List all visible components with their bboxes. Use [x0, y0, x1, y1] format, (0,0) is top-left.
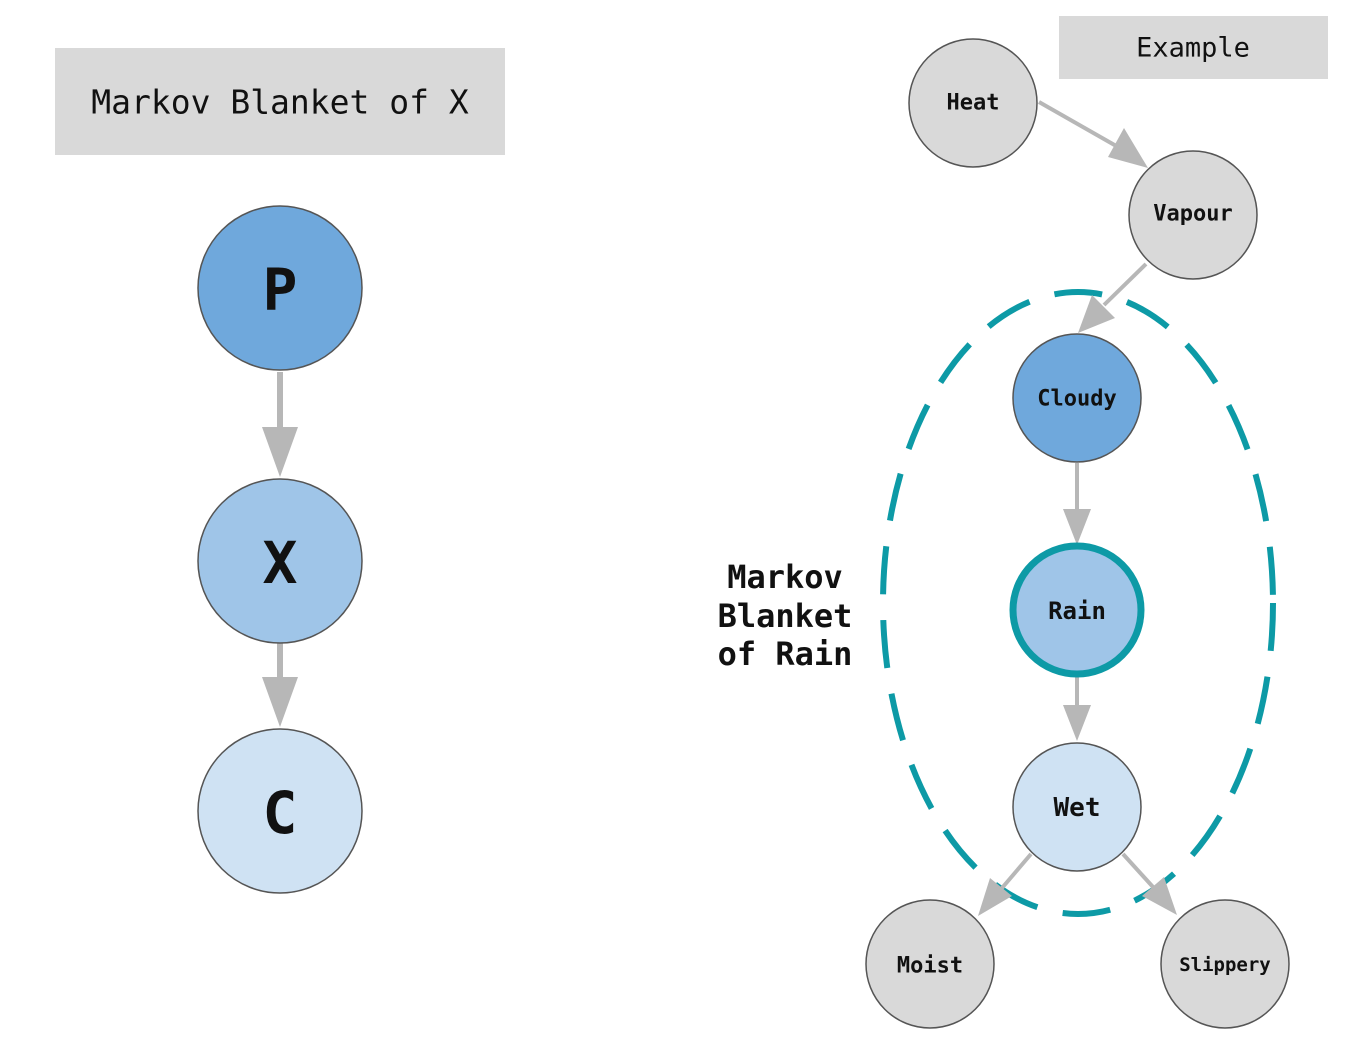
edge-wet-moist	[1000, 852, 1033, 890]
node-rain-circle	[1009, 542, 1145, 678]
node-rain-label: Rain	[1048, 597, 1106, 625]
arrowhead-rain-wet	[1063, 705, 1091, 741]
node-slippery-label: Slippery	[1179, 954, 1271, 976]
arrowhead-cloudy-rain	[1063, 509, 1091, 545]
node-cloudy-label: Cloudy	[1037, 387, 1116, 412]
edge-wet-slippery	[1121, 852, 1155, 889]
node-vapour: Vapour	[1128, 150, 1258, 280]
node-c: C	[197, 728, 363, 894]
node-x: X	[197, 478, 363, 644]
node-slippery-circle	[1160, 899, 1290, 1029]
arrowhead-x-c	[262, 677, 298, 727]
node-vapour-label: Vapour	[1153, 202, 1232, 227]
node-moist-circle	[865, 899, 995, 1029]
node-cloudy-circle	[1012, 333, 1142, 463]
edge-heat-vapour	[1038, 100, 1119, 149]
left-title-box	[55, 48, 505, 155]
markov-blanket-ellipse	[880, 289, 1276, 917]
arrowhead-heat-vapour	[1108, 128, 1148, 168]
node-p-circle	[197, 205, 363, 371]
node-moist-label: Moist	[897, 954, 963, 979]
node-vapour-circle	[1128, 150, 1258, 280]
node-x-circle	[197, 478, 363, 644]
arrowhead-p-x	[262, 427, 298, 477]
node-heat-label: Heat	[947, 91, 1000, 116]
node-rain: Rain	[1009, 542, 1145, 678]
node-wet: Wet	[1012, 742, 1142, 872]
left-title: Markov Blanket of X	[91, 83, 469, 122]
blanket-label-line-2: Blanket	[718, 597, 853, 635]
node-heat-circle	[908, 38, 1038, 168]
node-heat: Heat	[908, 38, 1038, 168]
node-x-label: X	[263, 529, 298, 597]
arrowhead-wet-slippery	[1142, 877, 1177, 915]
left-panel: Markov Blanket of X P X C	[55, 48, 505, 894]
node-c-label: C	[263, 779, 298, 847]
node-moist: Moist	[865, 899, 995, 1029]
blanket-label-line-3: of Rain	[718, 635, 853, 673]
node-c-circle	[197, 728, 363, 894]
arrowhead-wet-moist	[978, 878, 1012, 916]
edge-vapour-cloudy	[1102, 262, 1148, 307]
node-slippery: Slippery	[1160, 899, 1290, 1029]
blanket-label-line-1: Markov	[727, 558, 843, 596]
node-p-label: P	[263, 256, 298, 324]
arrowhead-vapour-cloudy	[1078, 295, 1115, 333]
right-panel: Example Markov Blanket of Rain Heat Vapo…	[718, 16, 1328, 1029]
node-cloudy: Cloudy	[1012, 333, 1142, 463]
node-p: P	[197, 205, 363, 371]
node-wet-circle	[1012, 742, 1142, 872]
right-title-box	[1059, 16, 1328, 79]
right-title: Example	[1136, 33, 1250, 64]
node-wet-label: Wet	[1054, 793, 1101, 823]
